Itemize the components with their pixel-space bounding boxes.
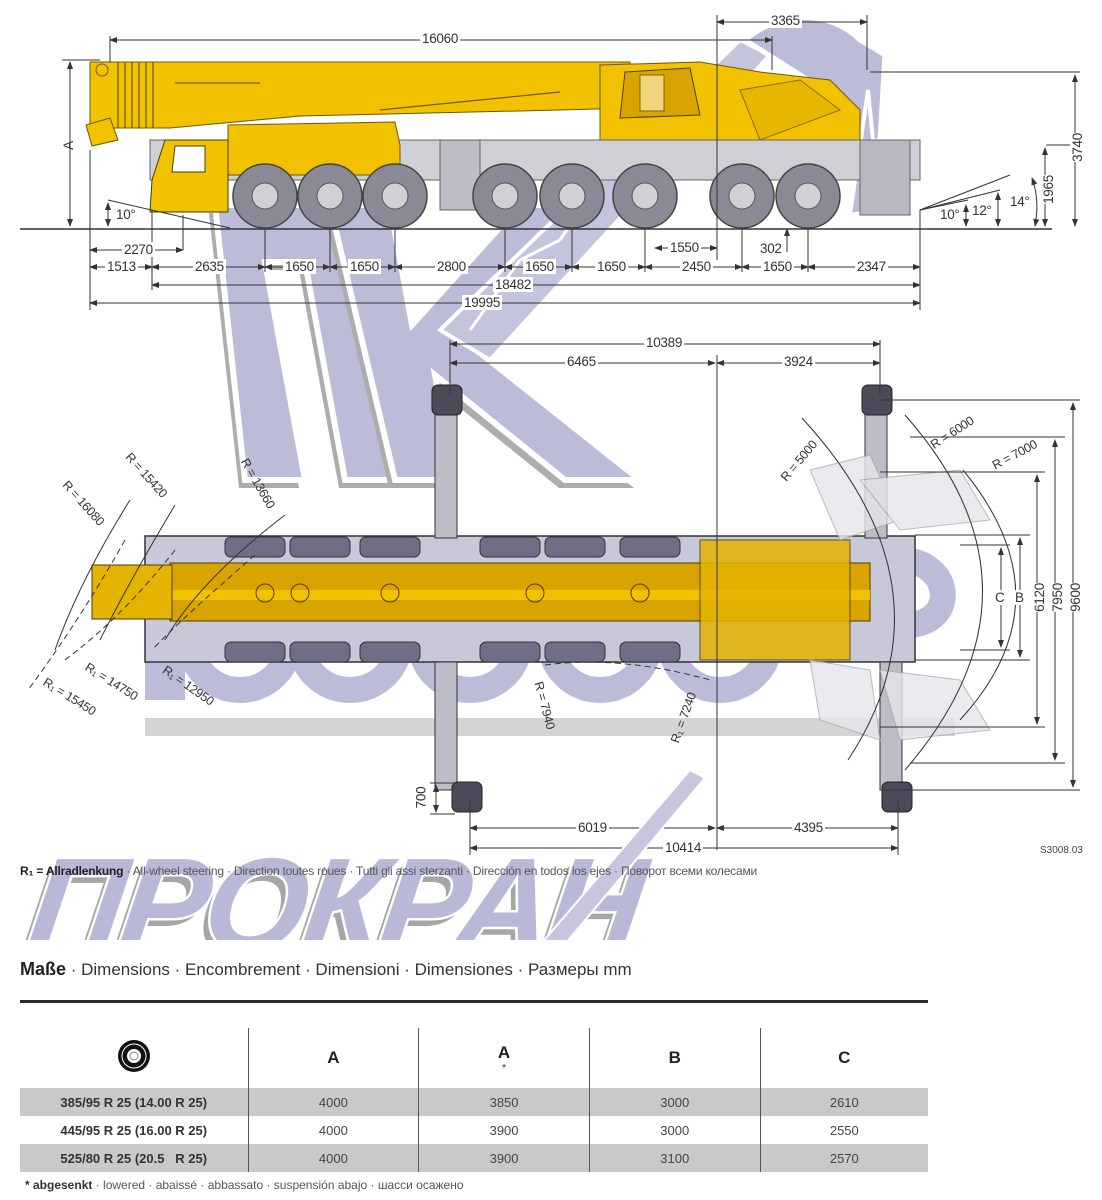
tyre-column-header	[20, 1028, 248, 1088]
cell-b: 3000	[588, 1116, 761, 1144]
column-header-c: C	[759, 1028, 928, 1088]
lowered-footnote: * abgesenkt · lowered · abaissé · abbass…	[25, 1178, 464, 1192]
lowered-asterisk: *	[502, 1063, 506, 1074]
cell-a-lowered: 3900	[418, 1144, 590, 1172]
dim-front-to-center-bottom: 6019	[576, 820, 609, 835]
dim-front-to-center-top: 6465	[565, 354, 598, 369]
lowered-footnote-translations: · lowered · abaissé · abbassato · suspen…	[92, 1178, 464, 1192]
cell-c: 2570	[759, 1144, 928, 1172]
dim-front-overhang-lower: 2270	[122, 242, 155, 257]
angle-rear-12: 12°	[972, 203, 992, 218]
tyre-size: 385/95 R 25 (14.00 R 25)	[20, 1088, 248, 1116]
steering-footnote: R₁ = Allradlenkung · All-wheel steering …	[20, 864, 757, 878]
table-row: 385/95 R 25 (14.00 R 25) 4000 3850 3000 …	[20, 1088, 928, 1116]
dim-b-label: B	[1015, 590, 1024, 605]
tyre-size: 525/80 R 25 (20.5 R 25)	[20, 1144, 248, 1172]
column-header-a-lowered: A*	[418, 1028, 590, 1088]
dim-c-label: C	[995, 590, 1005, 605]
cell-a: 4000	[247, 1116, 419, 1144]
dim-rear-overhang: 3365	[769, 13, 802, 28]
axle-spacing-5: 1650	[523, 259, 556, 274]
dim-pad-700: 700	[413, 786, 429, 809]
svg-text:ПРОКРАН: ПРОКРАН	[20, 832, 657, 940]
table-row: 525/80 R 25 (20.5 R 25) 4000 3900 3100 2…	[20, 1144, 928, 1172]
dim-width-9600: 9600	[1067, 583, 1083, 612]
steering-footnote-key: R₁ = Allradlenkung	[20, 864, 124, 878]
drawing-code: S3008.03	[1040, 845, 1083, 856]
angle-front-approach: 10°	[116, 207, 136, 222]
dim-width-6120: 6120	[1031, 583, 1047, 612]
axle-spacing-2: 1650	[283, 259, 316, 274]
dim-center-to-rear-bottom: 4395	[792, 820, 825, 835]
dimensions-heading-bold: Maße	[20, 959, 67, 979]
dim-boom-length: 16060	[420, 31, 461, 46]
tyre-size: 445/95 R 25 (16.00 R 25)	[60, 1122, 208, 1138]
dim-wheelbase-total: 18482	[493, 277, 534, 292]
cell-a-lowered: 3900	[418, 1116, 590, 1144]
axle-spacing-1: 2635	[193, 259, 226, 274]
dimensions-heading-rest: · Dimensions · Encombrement · Dimensioni…	[66, 960, 632, 979]
dim-length-total: 19995	[462, 295, 503, 310]
steering-footnote-translations: · All-wheel steering · Direction toutes …	[126, 864, 757, 878]
technical-drawing: ПРОКРАН ПРОКРАН	[13, 15, 1080, 940]
axle-spacing-9: 2347	[855, 259, 888, 274]
lowered-footnote-key: * abgesenkt	[25, 1178, 93, 1192]
heading-divider	[20, 1000, 928, 1003]
axle-spacing-4: 2800	[435, 259, 468, 274]
dimensions-table: A A* B C 385/95 R 25 (14.00 R 25) 4000 3…	[20, 1028, 928, 1172]
dim-outrigger-span-top: 10389	[644, 335, 685, 350]
dim-width-7950: 7950	[1049, 583, 1065, 612]
column-header-a: A	[247, 1028, 419, 1088]
table-row: 445/95 R 25 (16.00 R 25) 4000 3900 3000 …	[20, 1116, 928, 1144]
axle-spacing-7: 2450	[680, 259, 713, 274]
axle-spacing-6: 1650	[595, 259, 628, 274]
axle-spacing-8: 1650	[761, 259, 794, 274]
dim-height-a: A	[60, 141, 76, 150]
axle-spacing-0: 1513	[105, 259, 138, 274]
dim-offset-1550: 1550	[668, 240, 701, 255]
cell-c: 2610	[759, 1088, 928, 1116]
axle-spacing-3: 1650	[348, 259, 381, 274]
dim-outrigger-span-bottom: 10414	[663, 840, 704, 855]
cell-b: 3000	[588, 1088, 761, 1116]
cell-a: 4000	[247, 1088, 419, 1116]
cell-a: 4000	[247, 1144, 419, 1172]
dim-height-carrier: 1965	[1040, 175, 1056, 204]
angle-rear-10: 10°	[940, 207, 960, 222]
dimensions-heading: Maße · Dimensions · Encombrement · Dimen…	[20, 959, 632, 980]
cell-b: 3100	[588, 1144, 761, 1172]
column-header-b: B	[588, 1028, 761, 1088]
watermark-prokran: ПРОКРАН ПРОКРАН	[13, 768, 707, 940]
dim-ground-clearance: 302	[760, 241, 782, 256]
svg-text:ПРОКРАН: ПРОКРАН	[13, 840, 650, 940]
cell-a-lowered: 3850	[418, 1088, 590, 1116]
tyre-icon	[117, 1039, 150, 1072]
dim-center-to-rear-top: 3924	[782, 354, 815, 369]
table-header-row: A A* B C	[20, 1028, 928, 1088]
angle-rear-14: 14°	[1010, 194, 1030, 209]
dim-height-total: 3740	[1069, 133, 1085, 162]
cell-c: 2550	[759, 1116, 928, 1144]
